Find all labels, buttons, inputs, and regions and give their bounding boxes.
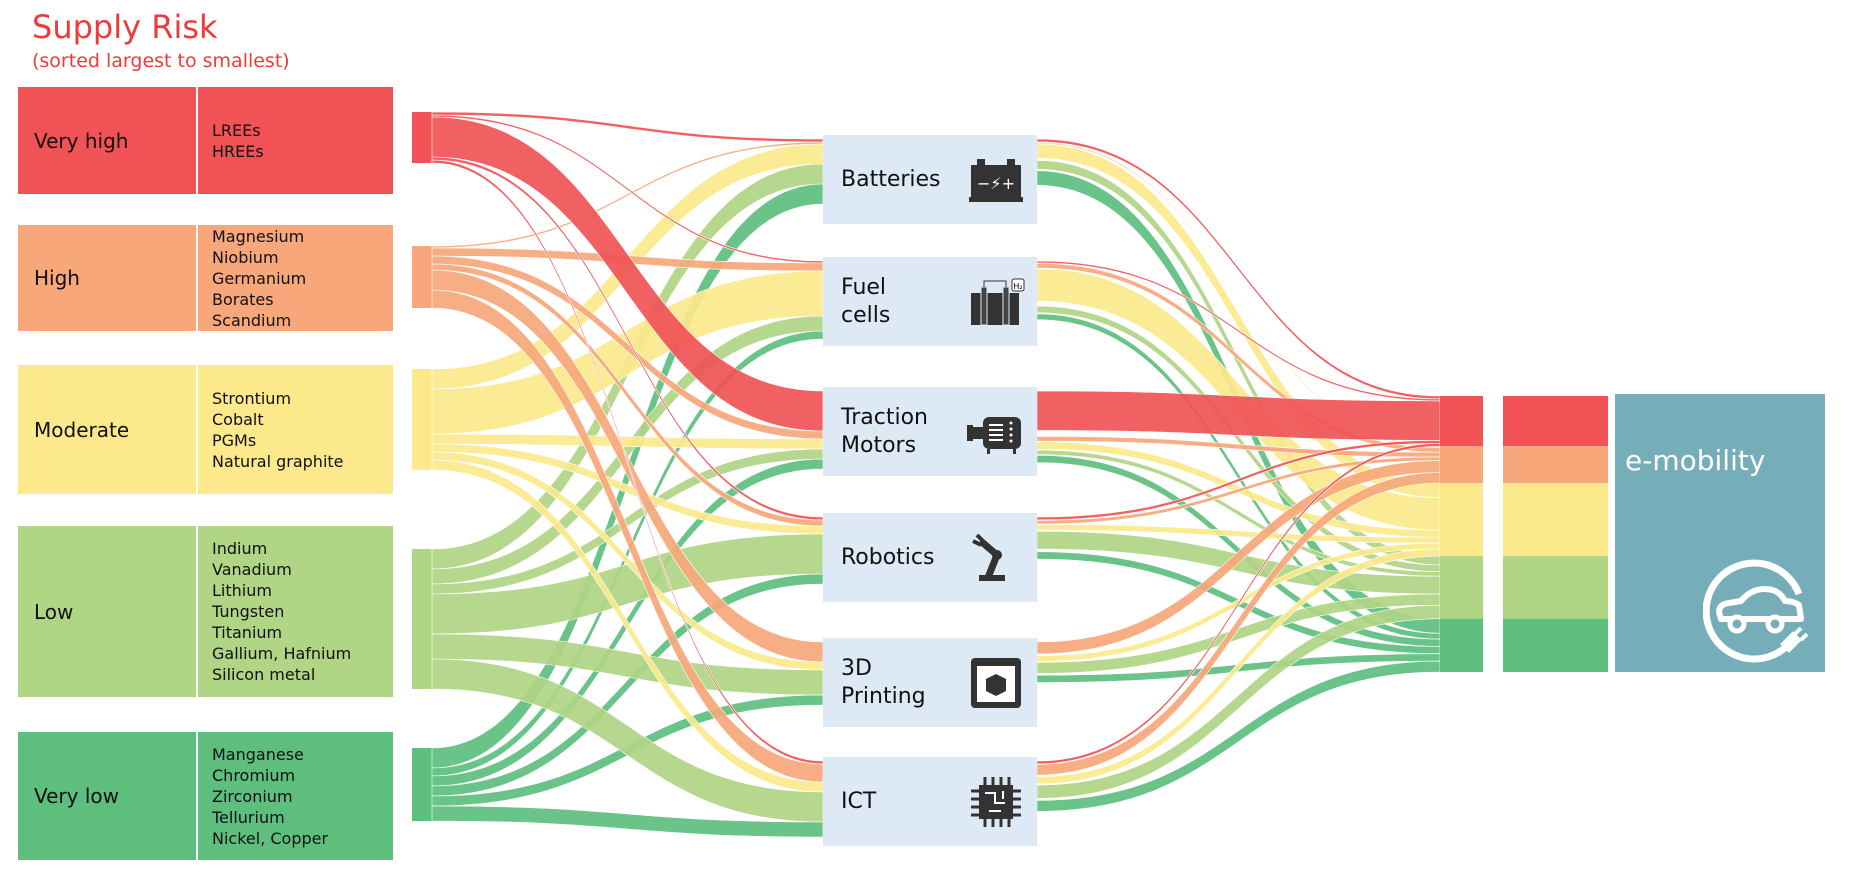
material-item: Nickel, Copper [212, 828, 329, 848]
material-item: Titanium [212, 623, 283, 642]
application-node-fuel-cells: Fuel cells H₂ [823, 257, 1037, 346]
material-item: Tungsten [212, 602, 285, 621]
application-label: ICT [841, 788, 877, 814]
emobility-risk-segment-very_low [1503, 618, 1608, 672]
material-item: Tellurium [212, 807, 285, 827]
material-item: Silicon metal [212, 665, 316, 684]
material-item: Natural graphite [212, 451, 344, 471]
material-item: Lithium [212, 581, 272, 600]
application-node-3d-printing: 3D Printing [823, 638, 1037, 727]
3d-printer-icon [971, 657, 1021, 708]
motor-icon [967, 416, 1021, 454]
material-item: Manganese [212, 744, 304, 764]
source-bar-high [412, 246, 432, 308]
material-item: PGMs [212, 430, 257, 450]
svg-text:−⚡+: −⚡+ [977, 174, 1015, 193]
emobility-risk-segment-low [1503, 556, 1608, 619]
battery-icon: −⚡+ [969, 158, 1023, 202]
risk-level-label: Very low [34, 784, 119, 808]
application-node-batteries: Batteries −⚡+ [823, 135, 1037, 224]
source-bar-very_high [412, 112, 432, 163]
sink-bar-very_high [1440, 396, 1483, 447]
flow-app-to-emobility-very_high [1036, 390, 1441, 441]
material-item: HREEs [212, 141, 264, 161]
fuel-cell-icon: H₂ [971, 278, 1025, 325]
material-item: Zirconium [212, 786, 293, 806]
material-item: Vanadium [212, 560, 292, 579]
application-label: Fuel cells [841, 274, 891, 328]
risk-level-label: Very high [34, 128, 129, 153]
sink-bar-very_low [1440, 618, 1483, 672]
application-label: Batteries [841, 166, 941, 192]
sink-bar-low [1440, 556, 1483, 619]
chip-icon [971, 776, 1021, 827]
source-bar-very_low [412, 748, 432, 821]
material-item: Magnesium [212, 226, 305, 246]
e-mobility-box: e-mobility [1615, 394, 1825, 672]
application-node-ict: ICT [823, 757, 1037, 846]
divider [196, 526, 198, 697]
material-item: Cobalt [212, 409, 264, 429]
application-label: Robotics [841, 544, 935, 570]
source-bar-moderate [412, 369, 432, 470]
sink-bar-high [1440, 446, 1483, 484]
application-node-traction-motors: Traction Motors [823, 387, 1037, 476]
material-item: LREEs [212, 120, 261, 140]
risk-level-label: Low [34, 599, 74, 624]
divider [196, 732, 198, 860]
material-item: Indium [212, 539, 268, 558]
robot-arm-icon [972, 533, 1005, 581]
source-bar-low [412, 549, 432, 689]
risk-level-label: High [34, 266, 80, 290]
emobility-risk-segment-moderate [1503, 483, 1608, 557]
chart-title: Supply Risk [32, 8, 218, 46]
emobility-risk-segment-very_high [1503, 396, 1608, 447]
material-item: Chromium [212, 765, 296, 785]
divider [196, 225, 198, 331]
application-label: Traction Motors [841, 404, 928, 458]
risk-level-label: Moderate [34, 417, 130, 442]
material-item: Gallium, Hafnium [212, 644, 352, 663]
e-mobility-label: e-mobility [1625, 444, 1766, 477]
electric-car-plug-icon [1703, 559, 1809, 663]
material-item: Germanium [212, 268, 307, 288]
divider [196, 365, 198, 494]
material-item: Strontium [212, 388, 292, 408]
material-item: Niobium [212, 247, 279, 267]
sink-bar-moderate [1440, 483, 1483, 557]
application-node-robotics: Robotics [823, 513, 1037, 602]
material-item: Borates [212, 289, 274, 309]
chart-subtitle: (sorted largest to smallest) [32, 50, 290, 72]
material-item: Scandium [212, 310, 292, 330]
emobility-risk-segment-high [1503, 446, 1608, 484]
svg-text:H₂: H₂ [1013, 282, 1022, 291]
application-label: 3D Printing [841, 655, 926, 709]
divider [196, 87, 198, 194]
